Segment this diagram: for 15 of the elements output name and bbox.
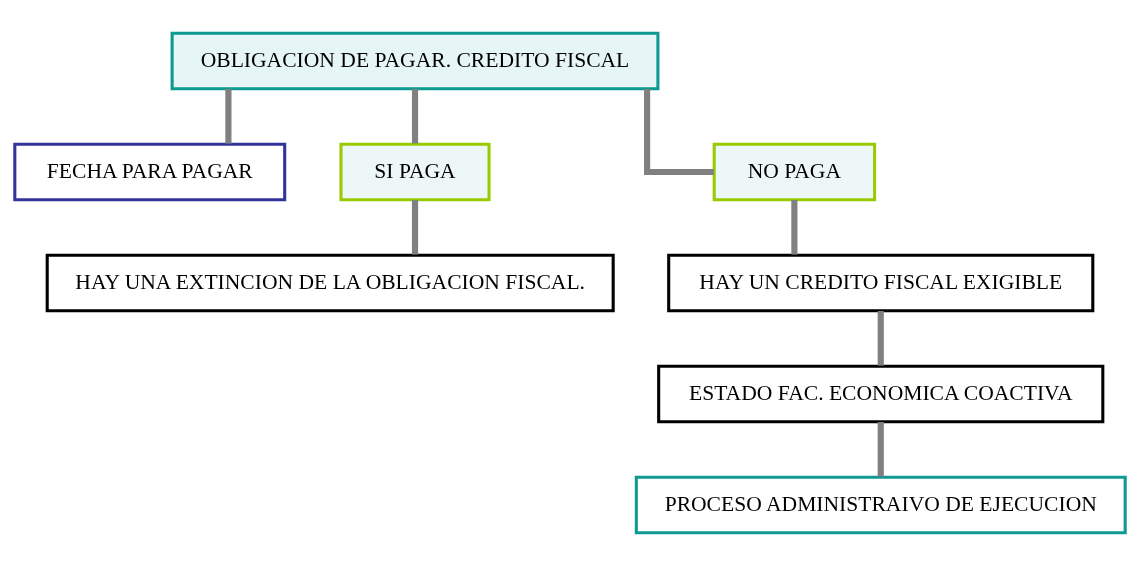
- connector: [411, 88, 419, 144]
- node-box: OBLIGACION DE PAGAR. CREDITO FISCAL: [170, 31, 660, 91]
- node-box: NO PAGA: [712, 142, 877, 202]
- node-box: HAY UNA EXTINCION DE LA OBLIGACION FISCAL.: [45, 253, 615, 313]
- connector: [877, 311, 884, 366]
- node-box: ESTADO FAC. ECONOMICA COACTIVA: [657, 364, 1105, 424]
- connector: [791, 200, 798, 255]
- node-box: HAY UN CREDITO FISCAL EXIGIBLE: [667, 253, 1095, 313]
- node-box: PROCESO ADMINISTRAIVO DE EJECUCION: [634, 475, 1127, 535]
- node-box: SI PAGA: [339, 142, 491, 202]
- connector: [877, 422, 884, 477]
- node-box: FECHA PARA PAGAR: [13, 142, 287, 202]
- connector: [644, 88, 714, 176]
- connector: [411, 200, 419, 255]
- connector: [225, 88, 232, 144]
